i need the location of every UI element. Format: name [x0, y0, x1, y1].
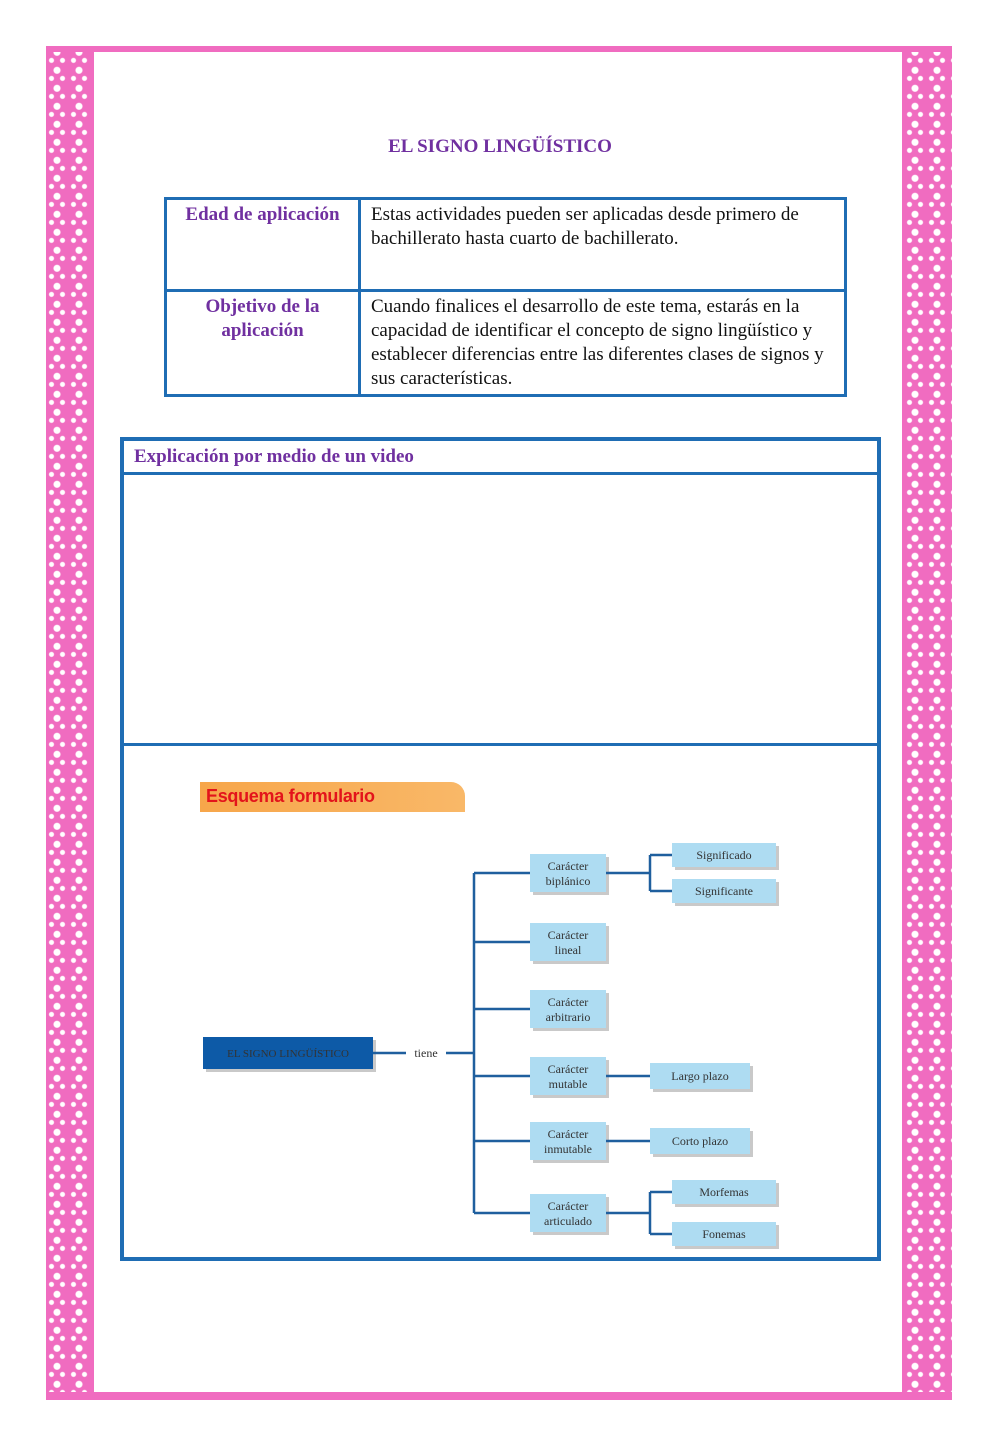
border-bottom-band	[46, 1392, 952, 1400]
branch-node-label: arbitrario	[546, 1010, 591, 1024]
leaf-node-label: Corto plazo	[672, 1134, 728, 1148]
connector-label: tiene	[414, 1046, 437, 1060]
leaf-node	[672, 1222, 776, 1246]
leaf-node	[650, 1063, 750, 1089]
table-row: Objetivo de la aplicación Cuando finalic…	[164, 289, 847, 397]
branch-node	[530, 1194, 606, 1232]
page-title: EL SIGNO LINGÜÍSTICO	[388, 136, 612, 157]
diagram-banner: Esquema formulario	[200, 782, 465, 812]
leaf-node	[672, 843, 776, 867]
branch-node	[530, 1057, 606, 1095]
leaf-node	[672, 1180, 776, 1204]
table-row: Edad de aplicación Estas actividades pue…	[164, 197, 847, 292]
branch-node	[530, 854, 606, 892]
branch-node	[530, 923, 606, 961]
branch-node-label: Carácter	[548, 859, 589, 873]
section-divider	[124, 743, 877, 746]
leaf-node	[672, 879, 776, 903]
branch-node-label: Carácter	[548, 1199, 589, 1213]
objective-label: Objetivo de la aplicación	[164, 289, 361, 397]
leaf-node-label: Fonemas	[702, 1227, 746, 1241]
root-node-label: EL SIGNO LINGÜÍSTICO	[227, 1048, 349, 1060]
border-top-band	[46, 46, 952, 52]
branch-node-label: mutable	[549, 1077, 588, 1091]
leaf-node-label: Largo plazo	[671, 1069, 728, 1083]
age-text: Estas actividades pueden ser aplicadas d…	[358, 197, 847, 292]
objective-text: Cuando finalices el desarrollo de este t…	[358, 289, 847, 397]
video-section: Explicación por medio de un video	[120, 437, 881, 1261]
branch-node-label: Carácter	[548, 1062, 589, 1076]
leaf-node-label: Morfemas	[699, 1185, 749, 1199]
branch-node-label: biplánico	[546, 874, 591, 888]
leaf-node	[650, 1128, 750, 1154]
branch-node-label: inmutable	[544, 1142, 592, 1156]
age-label: Edad de aplicación	[164, 197, 361, 292]
diagram-banner-label: Esquema formulario	[206, 786, 375, 806]
branch-node-label: Carácter	[548, 995, 589, 1009]
leaf-node-label: Significado	[696, 848, 751, 862]
info-table: Edad de aplicación Estas actividades pue…	[164, 197, 847, 397]
video-section-header: Explicación por medio de un video	[124, 441, 877, 475]
leaf-node-label: Significante	[695, 884, 753, 898]
root-node	[203, 1037, 373, 1069]
branch-node-label: Carácter	[548, 928, 589, 942]
branch-node	[530, 990, 606, 1028]
branch-node-label: lineal	[555, 943, 582, 957]
branch-node	[530, 1122, 606, 1160]
branch-node-label: articulado	[544, 1214, 592, 1228]
branch-node-label: Carácter	[548, 1127, 589, 1141]
